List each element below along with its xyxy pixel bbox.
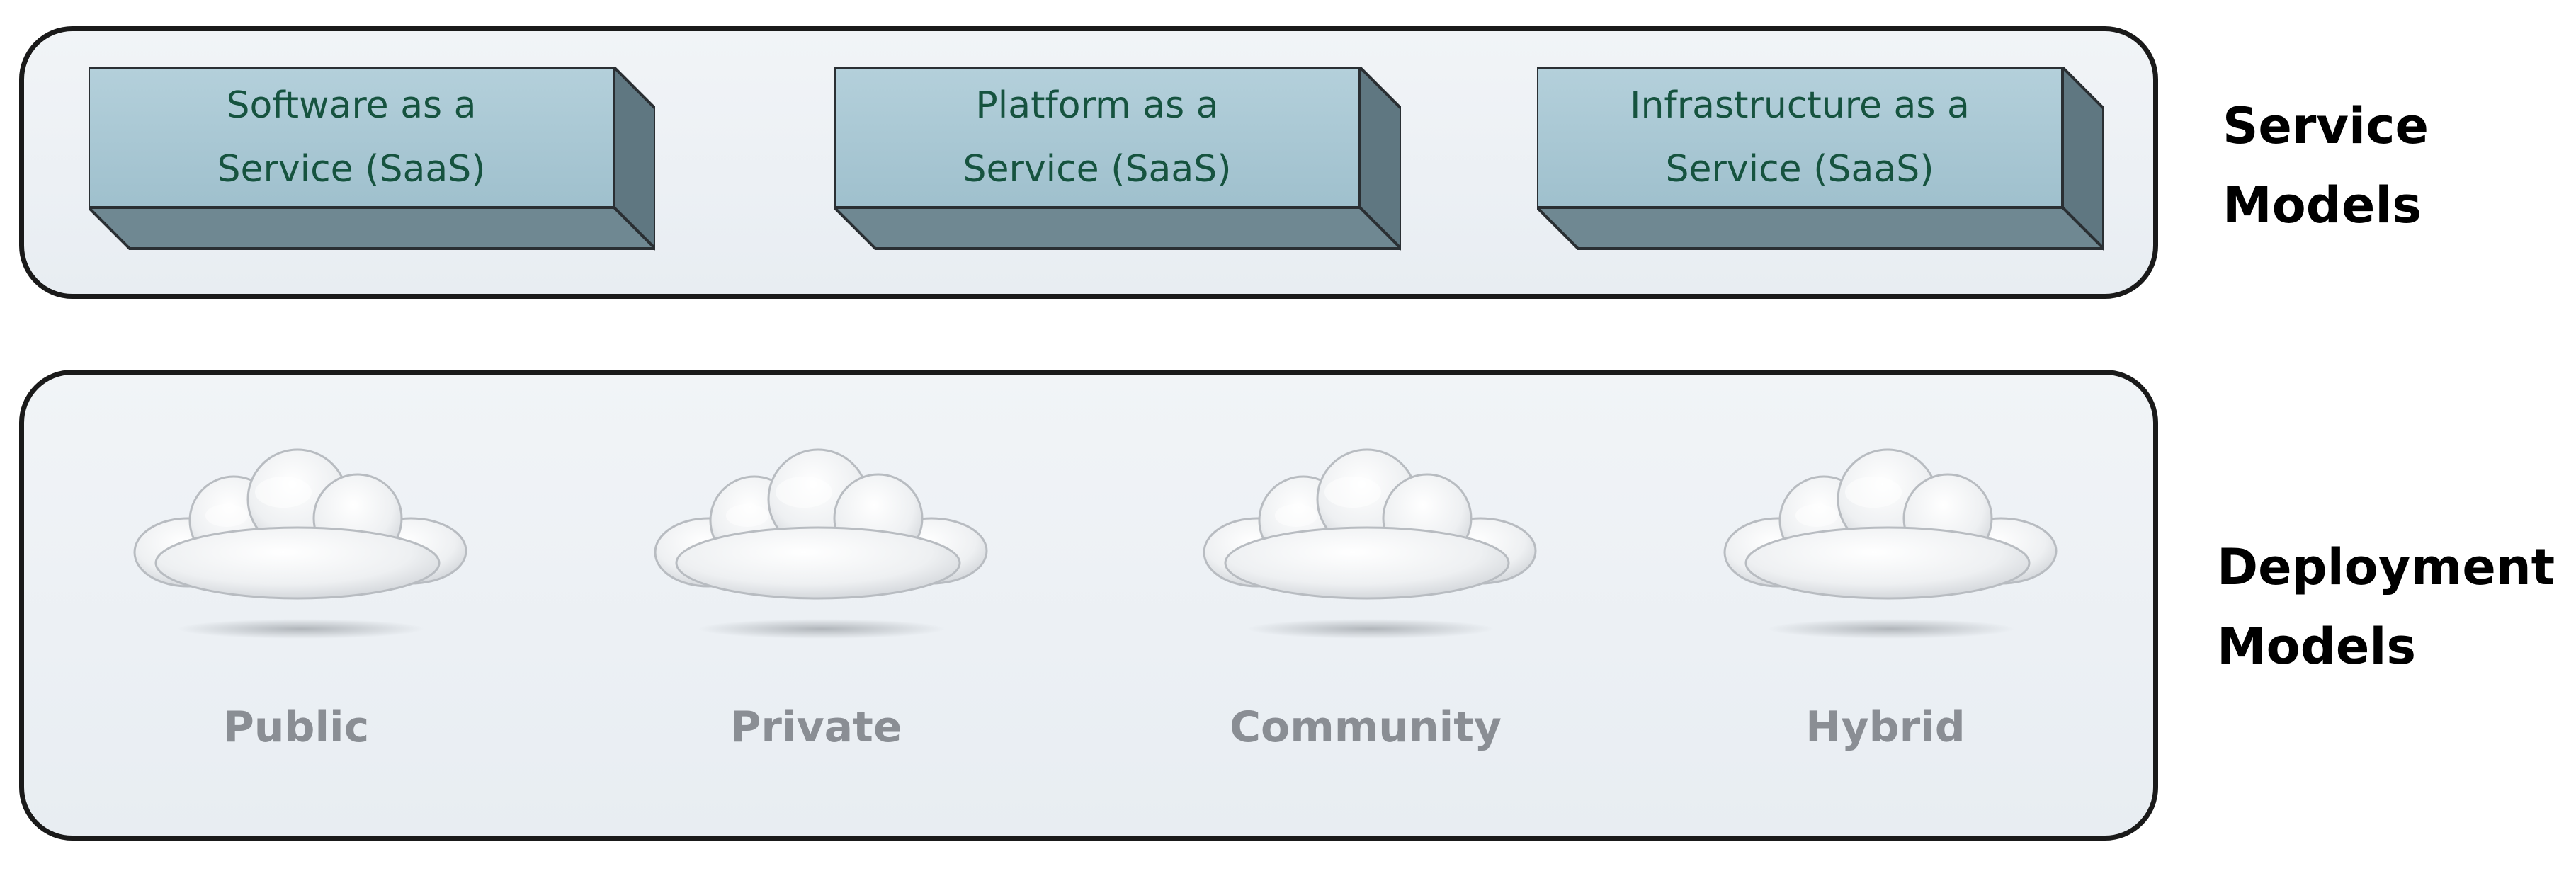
iaas-box-label: Infrastructure as a Service (SaaS) <box>1630 84 1970 190</box>
private-label: Private <box>730 702 902 752</box>
deployment-models-heading: Deployment Models <box>2217 538 2555 676</box>
public-label: Public <box>222 702 370 752</box>
hybrid-label: Hybrid <box>1805 702 1965 752</box>
paas-box-label: Platform as a Service (SaaS) <box>963 84 1232 190</box>
community-label: Community <box>1229 702 1502 752</box>
community-cloud-icon <box>1190 439 1544 651</box>
deployment-models-panel <box>19 370 2158 841</box>
hybrid-cloud-icon <box>1710 439 2065 651</box>
saas-box-label: Software as a Service (SaaS) <box>217 84 486 190</box>
public-cloud-icon <box>120 439 475 651</box>
service-models-heading: Service Models <box>2223 97 2429 234</box>
saas-box: Software as a Service (SaaS) <box>89 67 655 258</box>
paas-box: Platform as a Service (SaaS) <box>834 67 1401 258</box>
private-cloud-icon <box>641 439 995 651</box>
iaas-box: Infrastructure as a Service (SaaS) <box>1537 67 2104 258</box>
